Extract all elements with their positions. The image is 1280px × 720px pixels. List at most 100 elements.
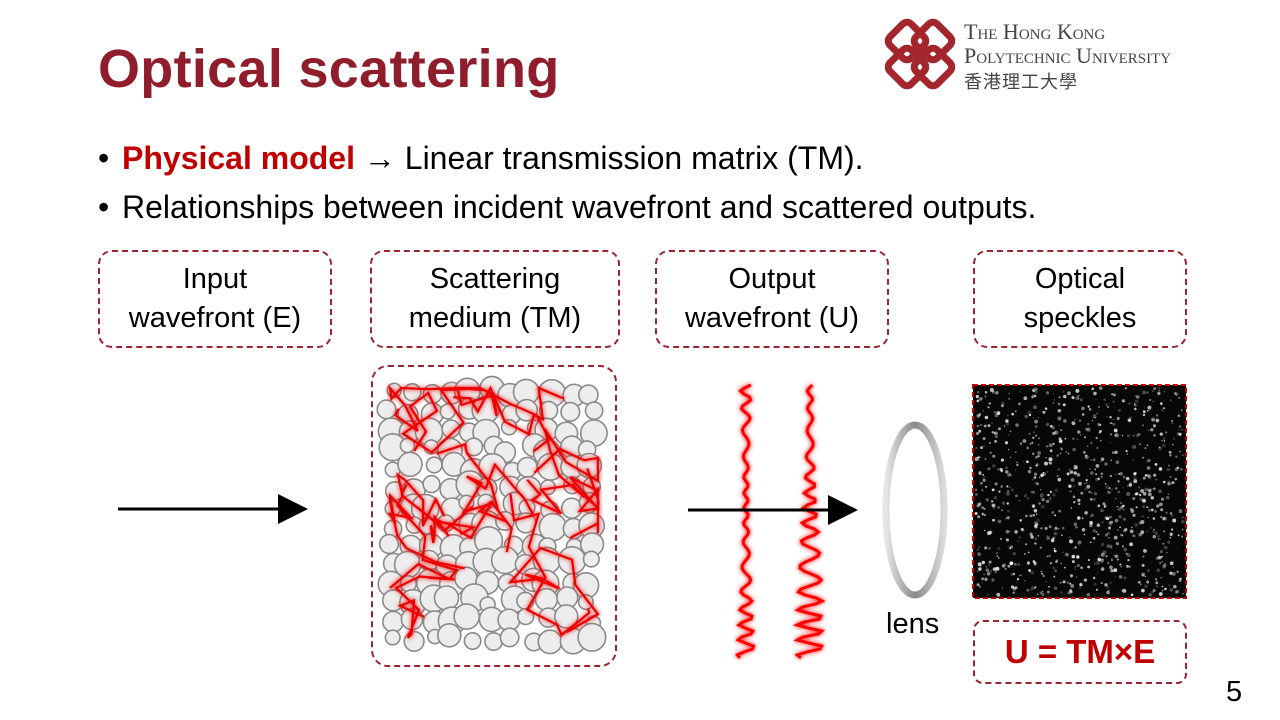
speckle-dot bbox=[1081, 406, 1085, 411]
speckle-dot bbox=[1037, 534, 1040, 537]
speckle-dot bbox=[1145, 474, 1148, 477]
speckle-dot bbox=[1083, 578, 1088, 582]
speckle-dot bbox=[1027, 497, 1029, 500]
speckle-dot bbox=[1049, 561, 1053, 565]
speckle-dot bbox=[1172, 566, 1175, 568]
speckle-dot bbox=[1033, 476, 1037, 479]
speckle-dot bbox=[1007, 397, 1011, 400]
university-name-chinese: 香港理工大學 bbox=[964, 72, 1078, 93]
speckle-dot bbox=[1169, 468, 1171, 471]
speckle-dot bbox=[1024, 580, 1026, 582]
speckle-dot bbox=[1078, 489, 1080, 491]
speckle-dot bbox=[1159, 550, 1163, 554]
speckle-dot bbox=[1045, 499, 1050, 504]
speckle-dot bbox=[1092, 576, 1096, 580]
speckle-dot bbox=[1133, 476, 1137, 481]
speckle-dot bbox=[1098, 555, 1100, 558]
speckle-dot bbox=[1048, 461, 1053, 465]
speckle-dot bbox=[1122, 475, 1126, 479]
speckle-dot bbox=[1000, 509, 1004, 512]
scattering-particle bbox=[490, 545, 520, 575]
speckle-dot bbox=[1060, 591, 1062, 593]
speckle-dot bbox=[1031, 504, 1036, 508]
speckle-dot bbox=[1096, 523, 1101, 527]
scattering-particle bbox=[577, 622, 607, 652]
speckle-dot bbox=[1058, 509, 1061, 513]
speckle-dot bbox=[1135, 433, 1140, 438]
speckle-dot bbox=[1086, 427, 1091, 432]
speckle-dot bbox=[1171, 481, 1175, 485]
speckle-dot bbox=[1034, 390, 1038, 394]
speckle-dot bbox=[1078, 481, 1082, 486]
speckle-dot bbox=[979, 397, 983, 401]
speckle-dot bbox=[996, 555, 999, 558]
speckle-dot bbox=[1088, 490, 1091, 494]
speckle-dot bbox=[1164, 587, 1167, 591]
speckle-dot bbox=[1005, 422, 1010, 426]
speckle-dot bbox=[1159, 562, 1162, 564]
speckle-dot bbox=[1150, 527, 1152, 529]
speckle-dot bbox=[1180, 409, 1183, 412]
speckle-dot bbox=[1067, 452, 1070, 455]
speckle-dot bbox=[1014, 563, 1017, 566]
speckle-dot bbox=[1095, 436, 1098, 440]
speckle-dot bbox=[1044, 526, 1048, 530]
scattering-path bbox=[526, 468, 600, 515]
speckle-dot bbox=[1115, 487, 1118, 490]
speckle-dot bbox=[1102, 502, 1106, 506]
scattering-particle bbox=[560, 401, 581, 423]
speckle-dot bbox=[1181, 454, 1184, 457]
speckle-dot bbox=[1109, 441, 1112, 444]
speckle-dot bbox=[1083, 533, 1086, 536]
speckle-dot bbox=[1044, 407, 1048, 410]
speckle-dot bbox=[1037, 451, 1042, 455]
speckle-dot bbox=[1014, 451, 1017, 454]
speckle-dot bbox=[1170, 528, 1174, 531]
speckle-dot bbox=[1015, 494, 1018, 498]
speckle-dot bbox=[1161, 439, 1163, 442]
speckle-dot bbox=[1093, 391, 1097, 396]
scattering-path bbox=[396, 472, 474, 532]
speckle-dot bbox=[1010, 474, 1012, 476]
speckle-dot bbox=[1106, 405, 1110, 408]
speckle-dot bbox=[1155, 585, 1159, 588]
speckle-dot bbox=[1039, 476, 1041, 479]
speckle-dot bbox=[1097, 557, 1101, 562]
speckle-dot bbox=[1163, 516, 1168, 521]
speckle-dot bbox=[1062, 580, 1066, 584]
speckle-dot bbox=[1077, 516, 1081, 520]
speckle-dot bbox=[1160, 555, 1164, 558]
box-line: medium (TM) bbox=[408, 302, 582, 334]
speckle-dot bbox=[1031, 394, 1036, 398]
speckle-dot bbox=[1026, 460, 1029, 464]
speckle-dot bbox=[1154, 509, 1158, 513]
speckle-dot bbox=[1061, 592, 1064, 595]
scattering-particle bbox=[436, 622, 462, 648]
speckle-dot bbox=[1100, 542, 1105, 547]
speckle-dot bbox=[1053, 586, 1058, 590]
speckle-dot bbox=[1011, 572, 1015, 576]
speckle-dot bbox=[1031, 478, 1034, 481]
speckle-dot bbox=[1071, 560, 1075, 564]
speckle-dot bbox=[1181, 429, 1183, 431]
speckle-dot bbox=[1036, 482, 1040, 486]
speckle-dot bbox=[1092, 497, 1096, 501]
speckle-dot bbox=[1001, 401, 1005, 406]
speckle-dot bbox=[1111, 559, 1113, 562]
speckle-dot bbox=[1161, 590, 1164, 592]
speckle-dot bbox=[1177, 414, 1181, 418]
speckle-dot bbox=[978, 567, 982, 571]
speckle-dot bbox=[1142, 410, 1146, 414]
speckle-pattern bbox=[974, 386, 1185, 597]
speckle-dot bbox=[1009, 486, 1011, 489]
university-name-line1: The Hong Kong bbox=[964, 19, 1106, 44]
speckle-dot bbox=[981, 560, 985, 565]
speckle-dot bbox=[1029, 514, 1033, 518]
speckle-dot bbox=[1032, 514, 1035, 517]
speckle-dot bbox=[1081, 517, 1084, 519]
speckle-dot bbox=[989, 569, 993, 573]
speckle-dot bbox=[1142, 491, 1147, 496]
speckle-dot bbox=[1096, 447, 1099, 449]
speckle-dot bbox=[1108, 521, 1112, 525]
